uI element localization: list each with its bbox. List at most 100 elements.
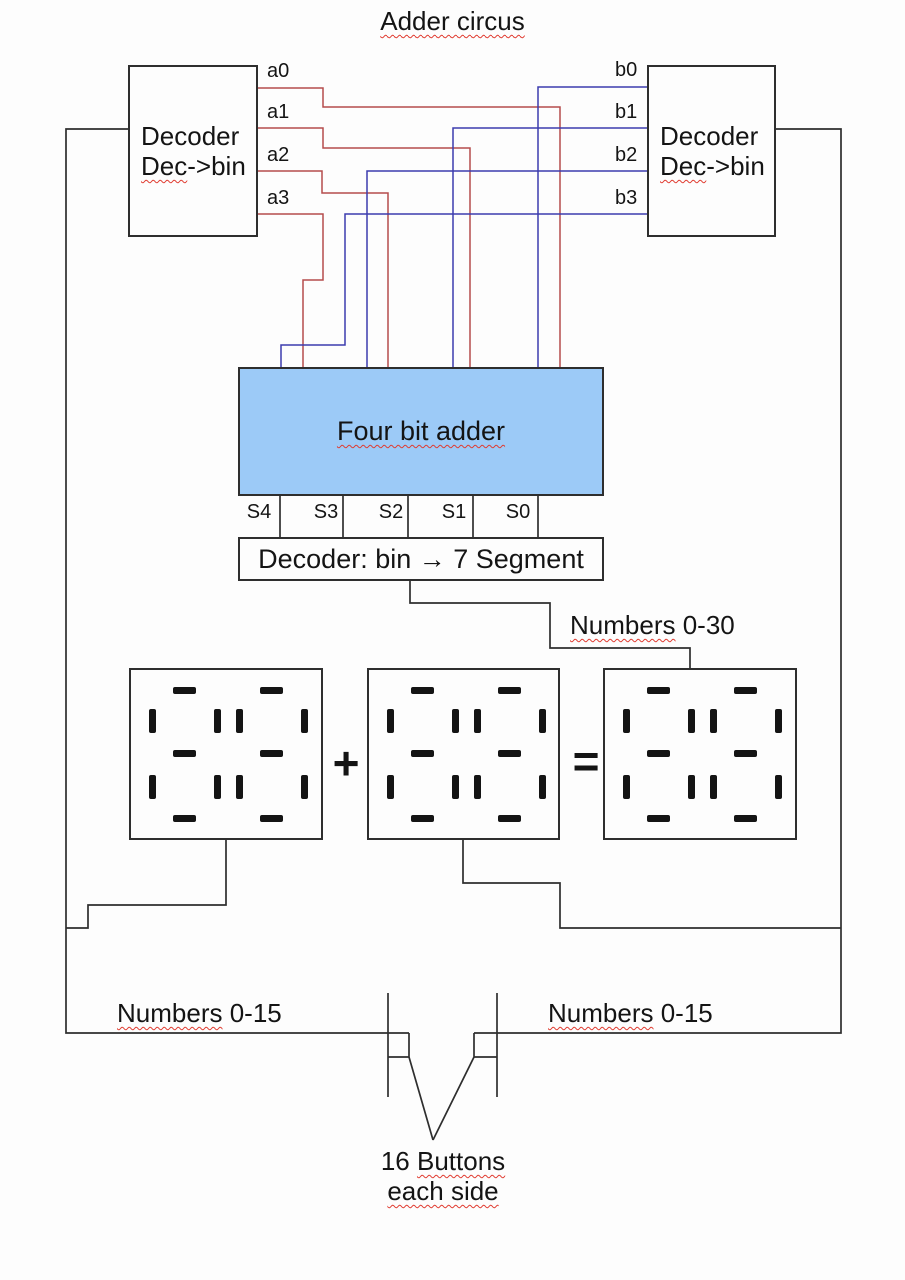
wire-left-border bbox=[65, 128, 409, 1034]
segment-bottom-left bbox=[149, 775, 156, 799]
segment-top-left bbox=[236, 709, 243, 733]
segment-bottom-left bbox=[623, 775, 630, 799]
wire-b3 bbox=[280, 213, 647, 367]
segment-top-right bbox=[688, 709, 695, 733]
segment-middle bbox=[411, 750, 434, 757]
sum-label-s3: S3 bbox=[313, 501, 339, 523]
decoder-right-line1: Decoder bbox=[660, 121, 759, 151]
note-buttons-line2-text: each side bbox=[387, 1176, 499, 1206]
note-numbers-0-30-word: Numbers bbox=[570, 610, 676, 640]
seven-segment-digit bbox=[149, 687, 221, 822]
note-numbers-right: Numbers 0-15 bbox=[548, 998, 713, 1028]
seven-segment-digit bbox=[623, 687, 695, 822]
segment-bottom-left bbox=[387, 775, 394, 799]
display-operand-a bbox=[129, 668, 323, 840]
wire-a0 bbox=[258, 87, 561, 367]
note-numbers-left: Numbers 0-15 bbox=[117, 998, 282, 1028]
four-bit-adder-box: Four bit adder bbox=[238, 367, 604, 496]
note-buttons-line2: each side bbox=[362, 1176, 524, 1206]
sum-label-s0: S0 bbox=[505, 501, 531, 523]
seven-segment-digit bbox=[236, 687, 308, 822]
note-numbers-0-30: Numbers 0-30 bbox=[570, 610, 735, 640]
decoder-left-box: Decoder Dec->bin bbox=[128, 65, 258, 237]
wire-a3 bbox=[258, 213, 324, 367]
note-numbers-left-range: 0-15 bbox=[222, 998, 282, 1028]
segment-top bbox=[173, 687, 196, 694]
segment-top-right bbox=[214, 709, 221, 733]
page-title: Adder circus bbox=[0, 6, 905, 37]
seven-segment-digit bbox=[474, 687, 546, 822]
segment-top bbox=[734, 687, 757, 694]
segment-bottom-right bbox=[452, 775, 459, 799]
wire-funnel-right bbox=[432, 1033, 475, 1141]
sum-label-s1: S1 bbox=[441, 501, 467, 523]
equals-sign: = bbox=[572, 735, 600, 787]
decoder-right-line2-rest: ->bin bbox=[706, 151, 765, 181]
pin-label-b1: b1 bbox=[615, 101, 638, 123]
segment-bottom-left bbox=[710, 775, 717, 799]
pin-label-a3: a3 bbox=[267, 187, 290, 209]
pin-label-b2: b2 bbox=[615, 144, 638, 166]
wire-b1 bbox=[452, 127, 647, 367]
pin-label-a1: a1 bbox=[267, 101, 290, 123]
segment-bottom-right bbox=[301, 775, 308, 799]
segment-top bbox=[498, 687, 521, 694]
sum-label-s2: S2 bbox=[378, 501, 404, 523]
segment-top bbox=[260, 687, 283, 694]
pin-label-b0: b0 bbox=[615, 59, 638, 81]
segment-bottom bbox=[498, 815, 521, 822]
note-buttons-count: 16 bbox=[380, 1146, 417, 1176]
decoder-left-line2-marked: Dec bbox=[141, 151, 188, 181]
wire-segdecoder-to-result bbox=[409, 581, 691, 668]
segment-bottom-left bbox=[236, 775, 243, 799]
segment-bottom bbox=[173, 815, 196, 822]
seven-segment-digit bbox=[387, 687, 459, 822]
segment-middle bbox=[260, 750, 283, 757]
note-numbers-right-word: Numbers bbox=[548, 998, 654, 1028]
segment-bottom bbox=[260, 815, 283, 822]
segment-top bbox=[411, 687, 434, 694]
segment-middle bbox=[498, 750, 521, 757]
wire-a2 bbox=[258, 170, 389, 367]
seven-segment-decoder-box: Decoder: bin → 7 Segment bbox=[238, 537, 604, 581]
page-title-text: Adder circus bbox=[380, 6, 525, 36]
wire-b2 bbox=[366, 170, 647, 367]
decoder-right-line2-marked: Dec bbox=[660, 151, 707, 181]
wire-funnel-left bbox=[408, 1033, 434, 1141]
segment-top bbox=[647, 687, 670, 694]
segment-top-right bbox=[301, 709, 308, 733]
segment-middle bbox=[734, 750, 757, 757]
decoder-left-line2-rest: ->bin bbox=[187, 151, 246, 181]
segment-top-left bbox=[149, 709, 156, 733]
segment-top-right bbox=[775, 709, 782, 733]
decoder-right-line2: Dec->bin bbox=[660, 151, 774, 181]
display-operand-b bbox=[367, 668, 560, 840]
segment-top-left bbox=[710, 709, 717, 733]
segment-bottom bbox=[734, 815, 757, 822]
seven-segment-digit bbox=[710, 687, 782, 822]
segment-top-left bbox=[387, 709, 394, 733]
wire-b0 bbox=[537, 86, 647, 367]
sum-label-s4: S4 bbox=[246, 501, 272, 523]
decoder-left-line2: Dec->bin bbox=[141, 151, 256, 181]
segment-bottom-right bbox=[539, 775, 546, 799]
wire-right-border bbox=[474, 128, 842, 1034]
pin-label-b3: b3 bbox=[615, 187, 638, 209]
note-buttons: 16 Buttons each side bbox=[362, 1146, 524, 1206]
segment-top-left bbox=[623, 709, 630, 733]
four-bit-adder-label: Four bit adder bbox=[336, 416, 506, 446]
note-buttons-word: Buttons bbox=[416, 1146, 506, 1176]
segment-top-left bbox=[474, 709, 481, 733]
segment-bottom bbox=[647, 815, 670, 822]
segment-top-right bbox=[452, 709, 459, 733]
wire-display1-drop bbox=[66, 840, 227, 929]
segment-bottom-right bbox=[775, 775, 782, 799]
decoder-right-box: Decoder Dec->bin bbox=[647, 65, 776, 237]
wire-a1 bbox=[258, 127, 471, 367]
wire-display2-drop bbox=[462, 840, 841, 929]
pin-label-a2: a2 bbox=[267, 144, 290, 166]
display-result bbox=[603, 668, 797, 840]
segment-bottom-right bbox=[688, 775, 695, 799]
